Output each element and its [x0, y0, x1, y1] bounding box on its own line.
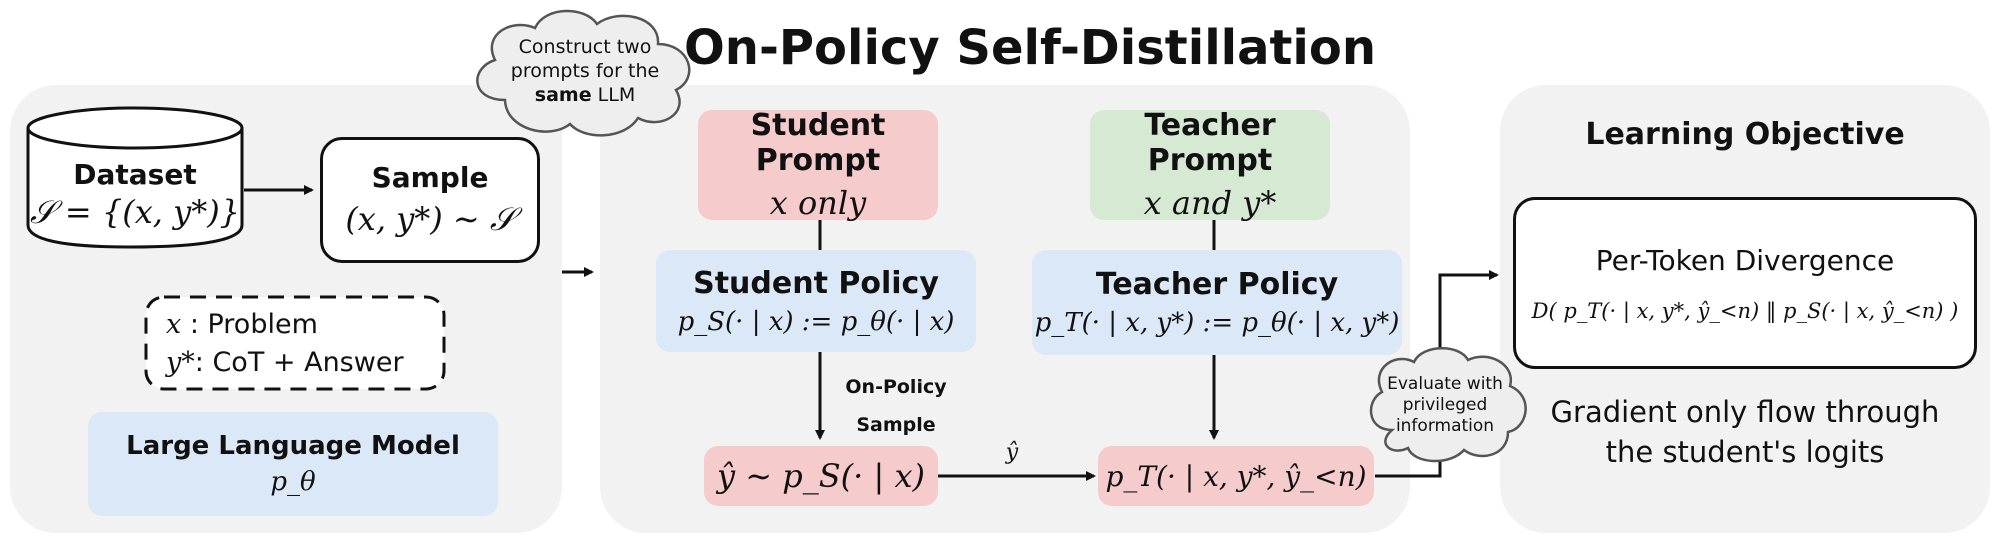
- evaluate-line-2: privileged: [1402, 395, 1488, 415]
- sample-yhat-formula: ŷ ∼ p_S(· | x): [717, 457, 925, 495]
- cloud-rest: LLM: [591, 84, 636, 106]
- dataset-cylinder-icon: [26, 106, 244, 249]
- llm-formula: p_θ: [270, 467, 316, 497]
- teacher-policy-formula: p_T(· | x, y*) := p_θ(· | x, y*): [1034, 308, 1400, 338]
- construct-cloud-shape: [476, 9, 691, 137]
- legend-cot-text: : CoT + Answer: [194, 347, 404, 378]
- yhat-arrow-label: ŷ: [1005, 440, 1019, 465]
- llm-label: Large Language Model: [126, 431, 460, 461]
- evaluate-cloud-text: Evaluate with privileged information: [1370, 374, 1520, 437]
- construct-cloud-text: Construct two prompts for the same LLM: [490, 35, 680, 107]
- teacher-eval-node: p_T(· | x, y*, ŷ_<n): [1098, 446, 1374, 506]
- legend-problem-text: : Problem: [181, 309, 318, 340]
- legend-dashed-box: [144, 295, 446, 391]
- legend-cot-row: y*: CoT + Answer: [166, 344, 436, 382]
- evaluate-cloud-shape: [1369, 347, 1527, 463]
- student-policy-node: Student Policy p_S(· | x) := p_θ(· | x): [656, 250, 976, 352]
- teacher-policy-label: Teacher Policy: [1095, 267, 1339, 302]
- on-policy-line-1: On-Policy: [845, 376, 947, 398]
- dataset-formula: 𝒮 = {(x, y*)}: [29, 193, 241, 231]
- dataset-label: Dataset: [73, 158, 197, 191]
- legend-x-symbol: x: [166, 309, 182, 340]
- on-policy-line-2: Sample: [856, 414, 936, 436]
- student-prompt-content: x only: [769, 184, 867, 222]
- sample-node: Sample (x, y*) ∼ 𝒮: [320, 137, 540, 263]
- legend-content: x : Problem y*: CoT + Answer: [166, 306, 436, 382]
- teacher-prompt-node: Teacher Prompt x and y*: [1090, 108, 1330, 222]
- teacher-policy-node: Teacher Policy p_T(· | x, y*) := p_θ(· |…: [1032, 250, 1402, 355]
- student-prompt-node: Student Prompt x only: [698, 108, 938, 222]
- student-prompt-label: Student Prompt: [750, 108, 886, 178]
- student-policy-label: Student Policy: [693, 265, 939, 301]
- evaluate-line-3: information: [1395, 416, 1495, 436]
- on-policy-label: On-Policy Sample: [836, 368, 956, 444]
- dataset-node: Dataset 𝒮 = {(x, y*)}: [28, 158, 242, 232]
- teacher-prompt-label: Teacher Prompt: [1144, 108, 1276, 178]
- sample-label: Sample: [371, 161, 489, 194]
- divergence-label: Per-Token Divergence: [1595, 243, 1895, 277]
- sample-yhat-node: ŷ ∼ p_S(· | x): [704, 446, 938, 506]
- cloud-line-2: prompts for the: [510, 60, 660, 82]
- legend-problem-row: x : Problem: [166, 306, 436, 344]
- llm-node: Large Language Model p_θ: [88, 412, 498, 516]
- gradient-note: Gradient only flow through the student's…: [1500, 392, 1990, 472]
- sample-formula: (x, y*) ∼ 𝒮: [345, 200, 515, 238]
- divergence-formula: D( p_T(· | x, y*, ŷ_<n) ‖ p_S(· | x, ŷ_<…: [1531, 298, 1959, 323]
- gradient-line-1: Gradient only flow through: [1550, 395, 1940, 429]
- page-title: On-Policy Self-Distillation: [683, 20, 1377, 76]
- legend-y-symbol: y*: [166, 347, 195, 378]
- cloud-line-3: same LLM: [490, 83, 680, 107]
- cloud-bold-word: same: [534, 84, 592, 106]
- teacher-prompt-content: x and y*: [1143, 184, 1277, 222]
- teacher-eval-formula: p_T(· | x, y*, ŷ_<n): [1105, 459, 1367, 493]
- cloud-line-1: Construct two: [518, 36, 652, 58]
- objective-title: Learning Objective: [1585, 117, 1905, 152]
- student-policy-formula: p_S(· | x) := p_θ(· | x): [677, 306, 955, 337]
- evaluate-line-1: Evaluate with: [1387, 374, 1503, 394]
- gradient-line-2: the student's logits: [1605, 435, 1885, 469]
- divergence-node: Per-Token Divergence D( p_T(· | x, y*, ŷ…: [1513, 197, 1977, 369]
